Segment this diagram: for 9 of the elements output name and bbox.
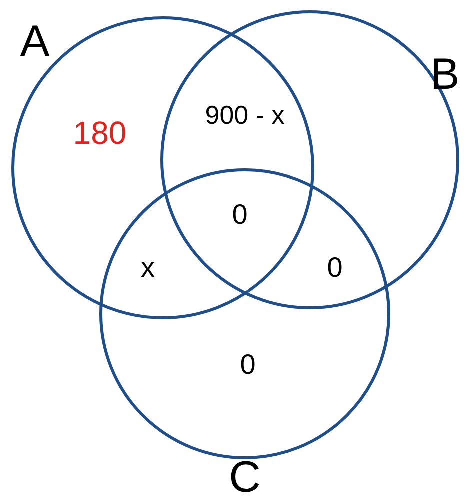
region-count: 0	[240, 350, 256, 380]
set-name: B	[430, 53, 460, 97]
region-count: x	[141, 253, 155, 283]
region-count: 180	[73, 118, 127, 148]
region-count: 900 - x	[205, 100, 285, 130]
set-name: C	[229, 456, 261, 498]
region-count: 0	[232, 200, 248, 230]
set-name: A	[20, 20, 50, 64]
region-count: 0	[327, 253, 343, 283]
